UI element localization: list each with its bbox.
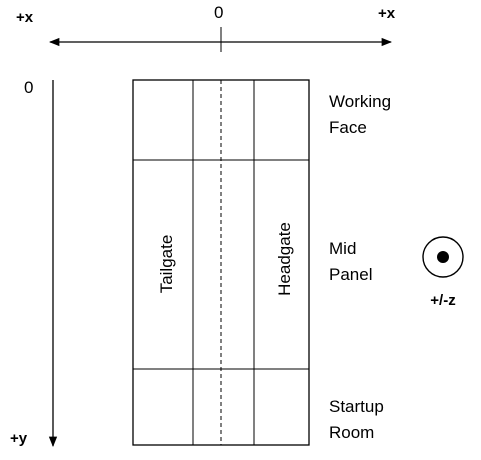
z-axis-circle-icon [422,236,464,278]
startup-room-label-line2: Room [329,423,374,442]
working-face-label-line1: Working [329,92,391,111]
y-axis-end-label: +y [10,430,28,447]
headgate-label: Headgate [275,222,294,296]
mid-panel-label-line1: Mid [329,239,356,258]
z-axis-label: +/-z [430,292,455,309]
working-face-label-line2: Face [329,118,367,137]
mid-panel-label-line2: Panel [329,265,372,284]
y-axis-origin-label: 0 [24,78,33,97]
x-axis-origin-label: 0 [214,3,223,22]
startup-room-label-line1: Startup [329,397,384,416]
z-axis-dot-icon [437,251,449,263]
x-axis-right-label: +x [378,5,396,22]
tailgate-label: Tailgate [157,235,176,294]
x-axis-left-label: +x [16,9,34,26]
